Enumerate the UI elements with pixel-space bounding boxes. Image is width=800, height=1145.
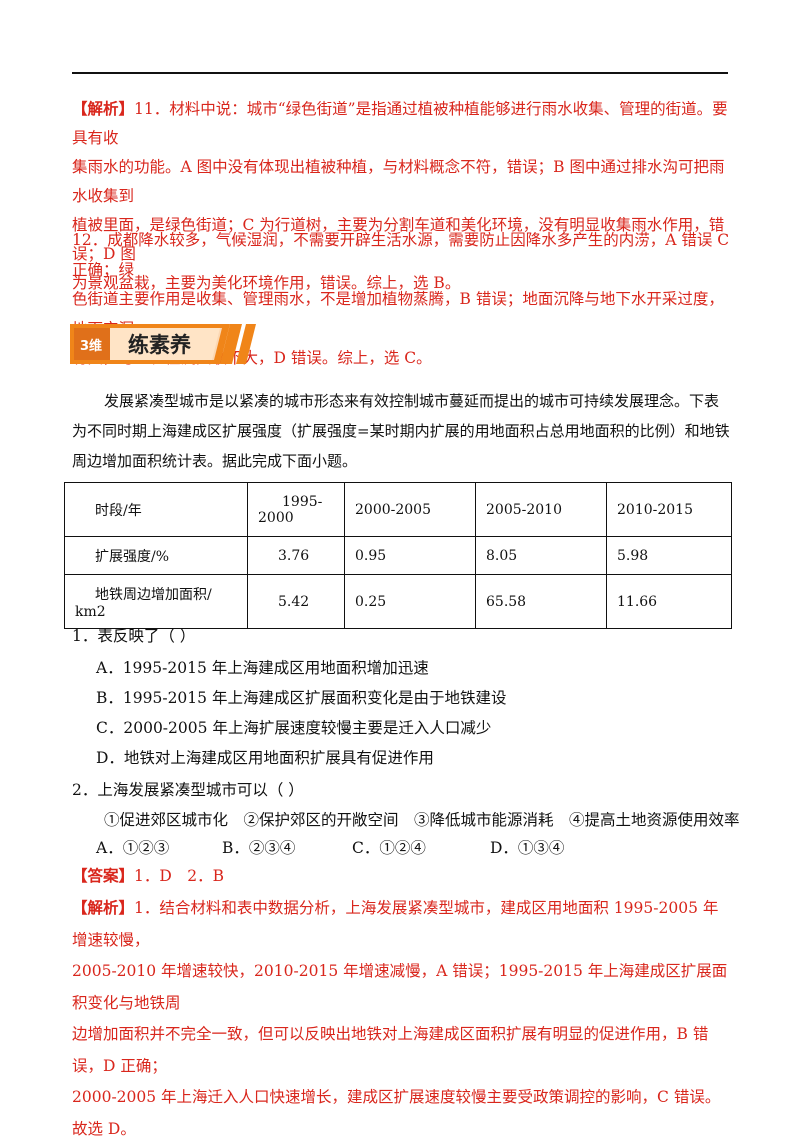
q1-option-d: D．地铁对上海建成区用地面积扩展具有促进作用: [96, 749, 434, 767]
table-cell: 8.05: [475, 536, 607, 575]
table-row: 地铁周边增加面积/ km2 5.42 0.25 65.58 11.66: [64, 574, 732, 629]
table-cell: 11.66: [606, 574, 732, 629]
analysis-11: 【解析】11．材料中说：城市“绿色街道”是指通过植被种植能够进行雨水收集、管理的…: [72, 94, 732, 298]
analysis-tag: 【解析】: [72, 898, 135, 917]
q1-option-c: C．2000-2005 年上海扩展速度较慢主要是迁入人口减少: [96, 719, 492, 737]
q2-option-a: A．①②③: [96, 839, 170, 857]
table-cell: 0.95: [344, 536, 476, 575]
section-banner: 3维 练素养: [70, 324, 256, 364]
table-header-cell: 2000-2005: [344, 482, 476, 537]
analysis-line: 边增加面积并不完全一致，但可以反映出地铁对上海建成区面积扩展有明显的促进作用，B…: [72, 1025, 709, 1075]
table-header-row: 时段/年 1995- 2000 2000-2005 2005-2010 2010…: [64, 482, 732, 537]
table-header-cell: 时段/年: [64, 482, 248, 537]
table-cell: 65.58: [475, 574, 607, 629]
answer-text: 1．D 2．B: [134, 867, 225, 885]
table-cell: 0.25: [344, 574, 476, 629]
section-tag: 3维: [80, 338, 102, 354]
analysis-tag: 【解析】: [72, 99, 135, 118]
table-header-cell: 2005-2010: [475, 482, 607, 537]
table-cell: 扩展强度/%: [64, 536, 248, 575]
section-title: 练素养: [128, 333, 191, 357]
intro-text: 发展紧凑型城市是以紧凑的城市形态来有效控制城市蔓延而提出的城市可持续发展理念。下…: [72, 386, 732, 476]
analysis-bottom: 【解析】1．结合材料和表中数据分析，上海发展紧凑型城市，建成区用地面积 1995…: [72, 892, 732, 1145]
data-table: 时段/年 1995- 2000 2000-2005 2005-2010 2010…: [64, 482, 732, 629]
intro-line: 时期上海建成区扩展强度（扩展强度=某时期内扩展的用地面积占总用地面积的比例）和地…: [72, 422, 730, 470]
analysis-line: 为景观盆栽，主要为美化环境作用，错误。综上，选 B。: [72, 274, 461, 292]
analysis-line: 植被里面，是绿色街道；C 为行道树，主要为分割车道和美化环境，没有明显收集雨水作…: [72, 216, 725, 263]
analysis-line: 12．成都降水较多，气候湿润，不需要开辟生活水源，需要防止因降水多产生的内涝，A…: [72, 231, 730, 279]
q2-statements: ①促进郊区城市化 ②保护郊区的开敞空间 ③降低城市能源消耗 ④提高土地资源使用效…: [104, 811, 740, 829]
q2-option-d: D．①③④: [490, 839, 565, 857]
analysis-line: 1．结合材料和表中数据分析，上海发展紧凑型城市，建成区用地面积 1995-200…: [72, 899, 719, 949]
q1-option-b: B．1995-2015 年上海建成区扩展面积变化是由于地铁建设: [96, 689, 507, 707]
q1-stem: 1．表反映了（ ）: [72, 627, 196, 645]
analysis-line: 2005-2010 年增速较快，2010-2015 年增速减慢，A 错误；199…: [72, 962, 728, 1012]
table-cell: 5.98: [606, 536, 732, 575]
header-rule: [72, 72, 728, 74]
analysis-line: 2000-2005 年上海迁入人口快速增长，建成区扩展速度较慢主要受政策调控的影…: [72, 1088, 721, 1138]
q2-stem: 2．上海发展紧凑型城市可以（ ）: [72, 781, 304, 799]
table-cell: 3.76: [247, 536, 345, 575]
analysis-line: 集雨水的功能。A 图中没有体现出植被种植，与材料概念不符，错误；B 图中通过排水…: [72, 158, 725, 205]
q1-option-a: A．1995-2015 年上海建成区用地面积增加迅速: [96, 659, 429, 677]
answer-tag: 【答案】: [72, 866, 135, 885]
table-header-cell: 2010-2015: [606, 482, 732, 537]
intro-line: 发展紧凑型城市是以紧凑的城市形态来有效控制城市蔓延而提出的城市可持续发展理念。下…: [72, 392, 720, 440]
table-row: 扩展强度/% 3.76 0.95 8.05 5.98: [64, 536, 732, 575]
table-cell: 地铁周边增加面积/ km2: [64, 574, 248, 629]
q2-option-b: B．②③④: [222, 839, 296, 857]
answer-line: 【答案】1．D 2．B: [72, 864, 224, 886]
table-header-cell: 1995- 2000: [247, 482, 345, 537]
analysis-line: 11．材料中说：城市“绿色街道”是指通过植被种植能够进行雨水收集、管理的街道。要…: [72, 100, 728, 147]
q2-option-c: C．①②④: [352, 839, 426, 857]
table-cell: 5.42: [247, 574, 345, 629]
intro-line: 积统计表。据此完成下面小题。: [147, 452, 358, 470]
